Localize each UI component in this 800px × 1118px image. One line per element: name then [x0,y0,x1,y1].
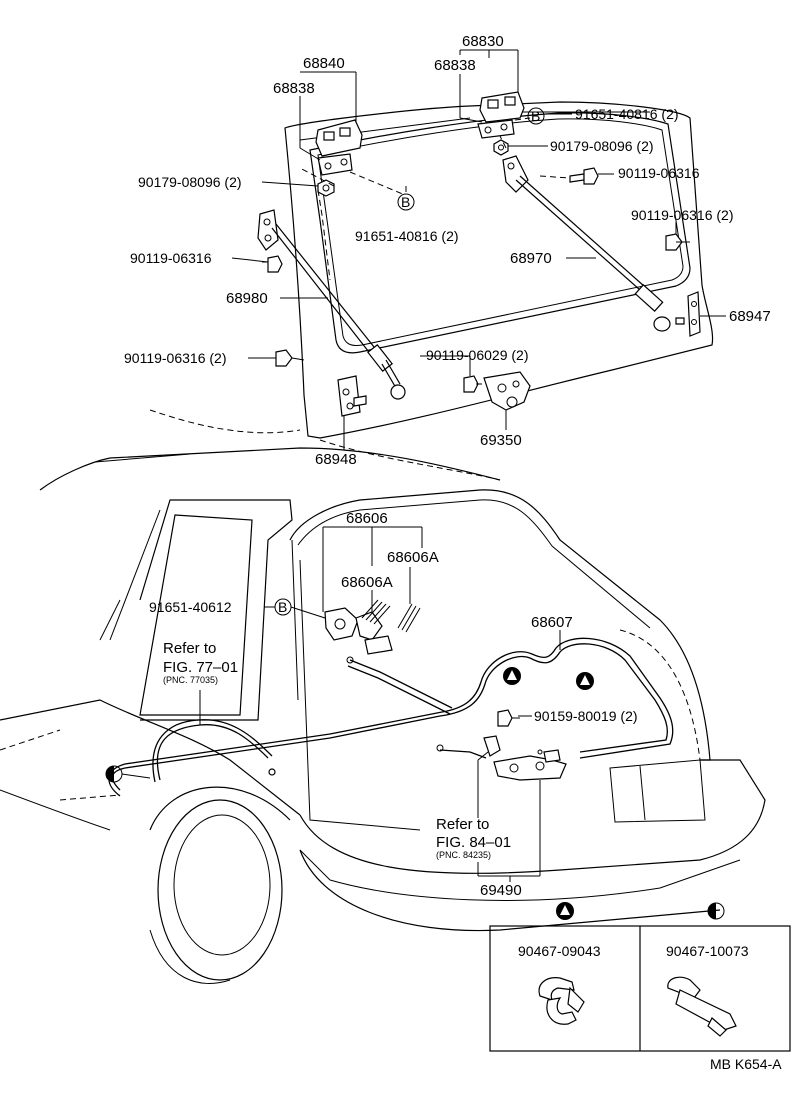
bolt-90119-06316-left [262,255,283,273]
clip-90159 [497,709,520,727]
label-90119-06316-left: 90119-06316 [130,250,212,266]
clip-detail-box [489,902,791,1052]
refer-84-01-pnc: (PNC. 84235) [436,850,491,860]
bracket-68948 [337,375,367,417]
release-handle-68606 [324,599,421,664]
nut-90179-right [493,139,509,156]
refer-84-01-line1: Refer to [436,816,489,833]
label-91651-40612: 91651-40612 [149,599,232,615]
label-68948: 68948 [315,451,357,468]
refer-77-01-pnc: (PNC. 77035) [163,675,218,685]
label-69350: 69350 [480,432,522,449]
refer-77-01-line1: Refer to [163,640,216,657]
label-68606: 68606 [346,510,388,527]
bracket-68947 [675,291,701,337]
label-68607: 68607 [531,614,573,631]
label-90119-06316-2-left: 90119-06316 (2) [124,350,226,366]
label-91651-40816-left: 91651-40816 (2) [355,228,459,244]
b-marker-left-letter: B [401,194,410,210]
label-90159-80019: 90159-80019 (2) [534,708,638,724]
b-marker-right-letter: B [531,108,540,124]
label-68947: 68947 [729,308,771,325]
lock-assembly-69490 [436,735,567,781]
half-circle-marker-car [105,765,151,783]
triangle-marker-1 [503,667,521,685]
label-68606A-mid: 68606A [341,574,393,591]
damper-stay-68970 [502,155,671,332]
lower-leaders [199,526,561,882]
bolt-90119-06316-2-right [665,233,690,251]
label-68980: 68980 [226,290,268,307]
b-marker-left: B [397,193,415,211]
b-marker-car-letter: B [278,599,287,615]
bolt-90119-06316-2-left [275,349,305,367]
part-number-labels: 68830 68838 68840 68838 91651-40816 (2) … [124,33,782,1072]
label-68838-right: 68838 [434,57,476,74]
upper-leaders [231,49,726,450]
label-90467-10073: 90467-10073 [666,943,749,959]
b-marker-right: B [527,107,545,125]
label-90179-08096-left: 90179-08096 (2) [138,174,242,190]
label-90467-09043: 90467-09043 [518,943,601,959]
nut-90179-left [317,179,335,197]
label-91651-40816-right: 91651-40816 (2) [575,106,679,122]
label-68840: 68840 [303,55,345,72]
label-68970: 68970 [510,250,552,267]
refer-77-01-line2: FIG. 77–01 [163,659,238,676]
b-marker-car: B [274,598,326,619]
hinge-left [315,119,363,176]
lock-69350 [463,371,531,411]
label-69490: 69490 [480,882,522,899]
label-68606A-right: 68606A [387,549,439,566]
label-90179-08096-right: 90179-08096 (2) [550,138,654,154]
label-68830: 68830 [462,33,504,50]
bolt-90119-06316-right [539,167,599,185]
clip-90467-10073 [667,976,737,1037]
refer-84-01-line2: FIG. 84–01 [436,834,511,851]
label-90119-06316-right: 90119-06316 [618,165,700,181]
triangle-marker-2 [576,672,594,690]
half-circle-marker-header [707,902,725,920]
clip-90467-09043 [538,977,585,1025]
hinge-right [477,91,525,139]
car-body [0,409,766,984]
label-68838-left: 68838 [273,80,315,97]
label-90119-06316-2-right: 90119-06316 (2) [631,207,733,223]
drawing-code: MB K654-A [710,1056,782,1072]
damper-stay-68980 [257,209,406,400]
label-90119-06029: 90119-06029 (2) [426,347,528,363]
